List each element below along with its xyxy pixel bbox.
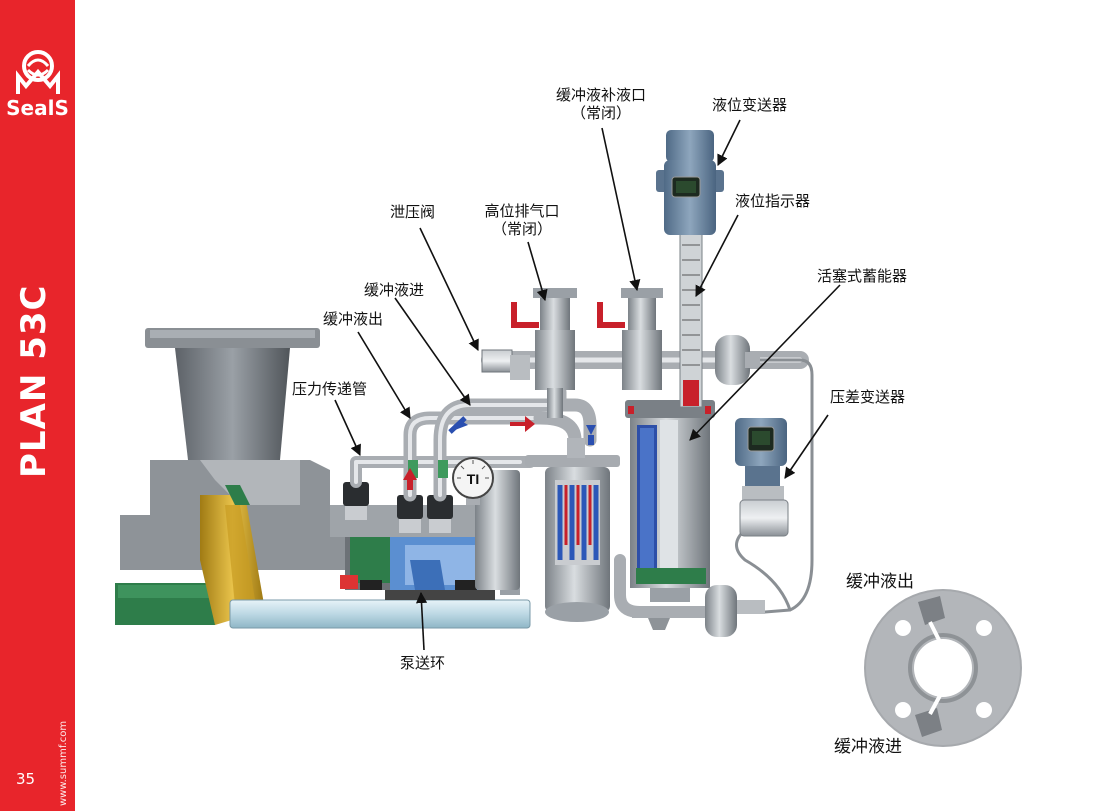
leader-lines	[334, 119, 841, 651]
buffer-makeup-port-text: 缓冲液补液口	[555, 86, 646, 104]
gland-plate-face-view	[864, 589, 1022, 747]
high-vent-text: 高位排气口	[484, 202, 560, 220]
website-url: www.summf.com	[58, 720, 69, 806]
label-gland-buffer-in: 缓冲液进	[834, 737, 902, 757]
label-high-vent: 高位排气口 （常闭）	[476, 202, 568, 238]
buffer-makeup-port-note: （常闭）	[570, 104, 631, 122]
label-level-indicator: 液位指示器	[735, 192, 811, 210]
gland-fittings	[343, 482, 453, 533]
valve-handle-icon	[511, 302, 625, 328]
flow-arrow-icon	[403, 416, 596, 490]
label-pumping-ring: 泵送环	[400, 654, 446, 672]
level-transducer-disc	[715, 335, 760, 385]
label-dp-transmitter: 压差变送器	[830, 388, 906, 406]
level-indicator	[679, 231, 703, 408]
buffer-cooler	[525, 438, 620, 622]
piston-accumulator	[625, 400, 715, 630]
temperature-gauge-icon: TI	[452, 457, 494, 505]
label-buffer-makeup-port: 缓冲液补液口 （常闭）	[549, 86, 653, 122]
label-piston-accumulator: 活塞式蓄能器	[817, 267, 908, 285]
sidebar: SealS PLAN 53C www.summf.com 35	[0, 0, 75, 811]
differential-pressure-transmitter	[735, 418, 789, 537]
makeup-port-valve	[621, 288, 663, 390]
high-vent-valve	[533, 288, 577, 418]
seals-logo-icon	[16, 50, 60, 94]
high-vent-note: （常闭）	[491, 220, 552, 238]
plan-53c-diagram: TI	[115, 119, 1022, 747]
label-gland-buffer-out: 缓冲液出	[846, 572, 914, 592]
relief-valve	[481, 349, 530, 380]
bottom-manifold	[705, 585, 765, 637]
label-relief-valve: 泄压阀	[390, 203, 436, 221]
label-pressure-tube: 压力传递管	[292, 380, 368, 398]
temp-gauge-label: TI	[467, 471, 479, 487]
level-transmitter	[656, 130, 724, 235]
label-buffer-out: 缓冲液出	[323, 310, 384, 328]
pump-shaft	[229, 599, 531, 629]
brand-name: SealS	[6, 96, 69, 120]
plan-title: PLAN 53C	[14, 284, 54, 478]
label-buffer-in: 缓冲液进	[364, 281, 425, 299]
page-number: 35	[16, 770, 36, 788]
label-level-transmitter: 液位变送器	[712, 96, 788, 114]
